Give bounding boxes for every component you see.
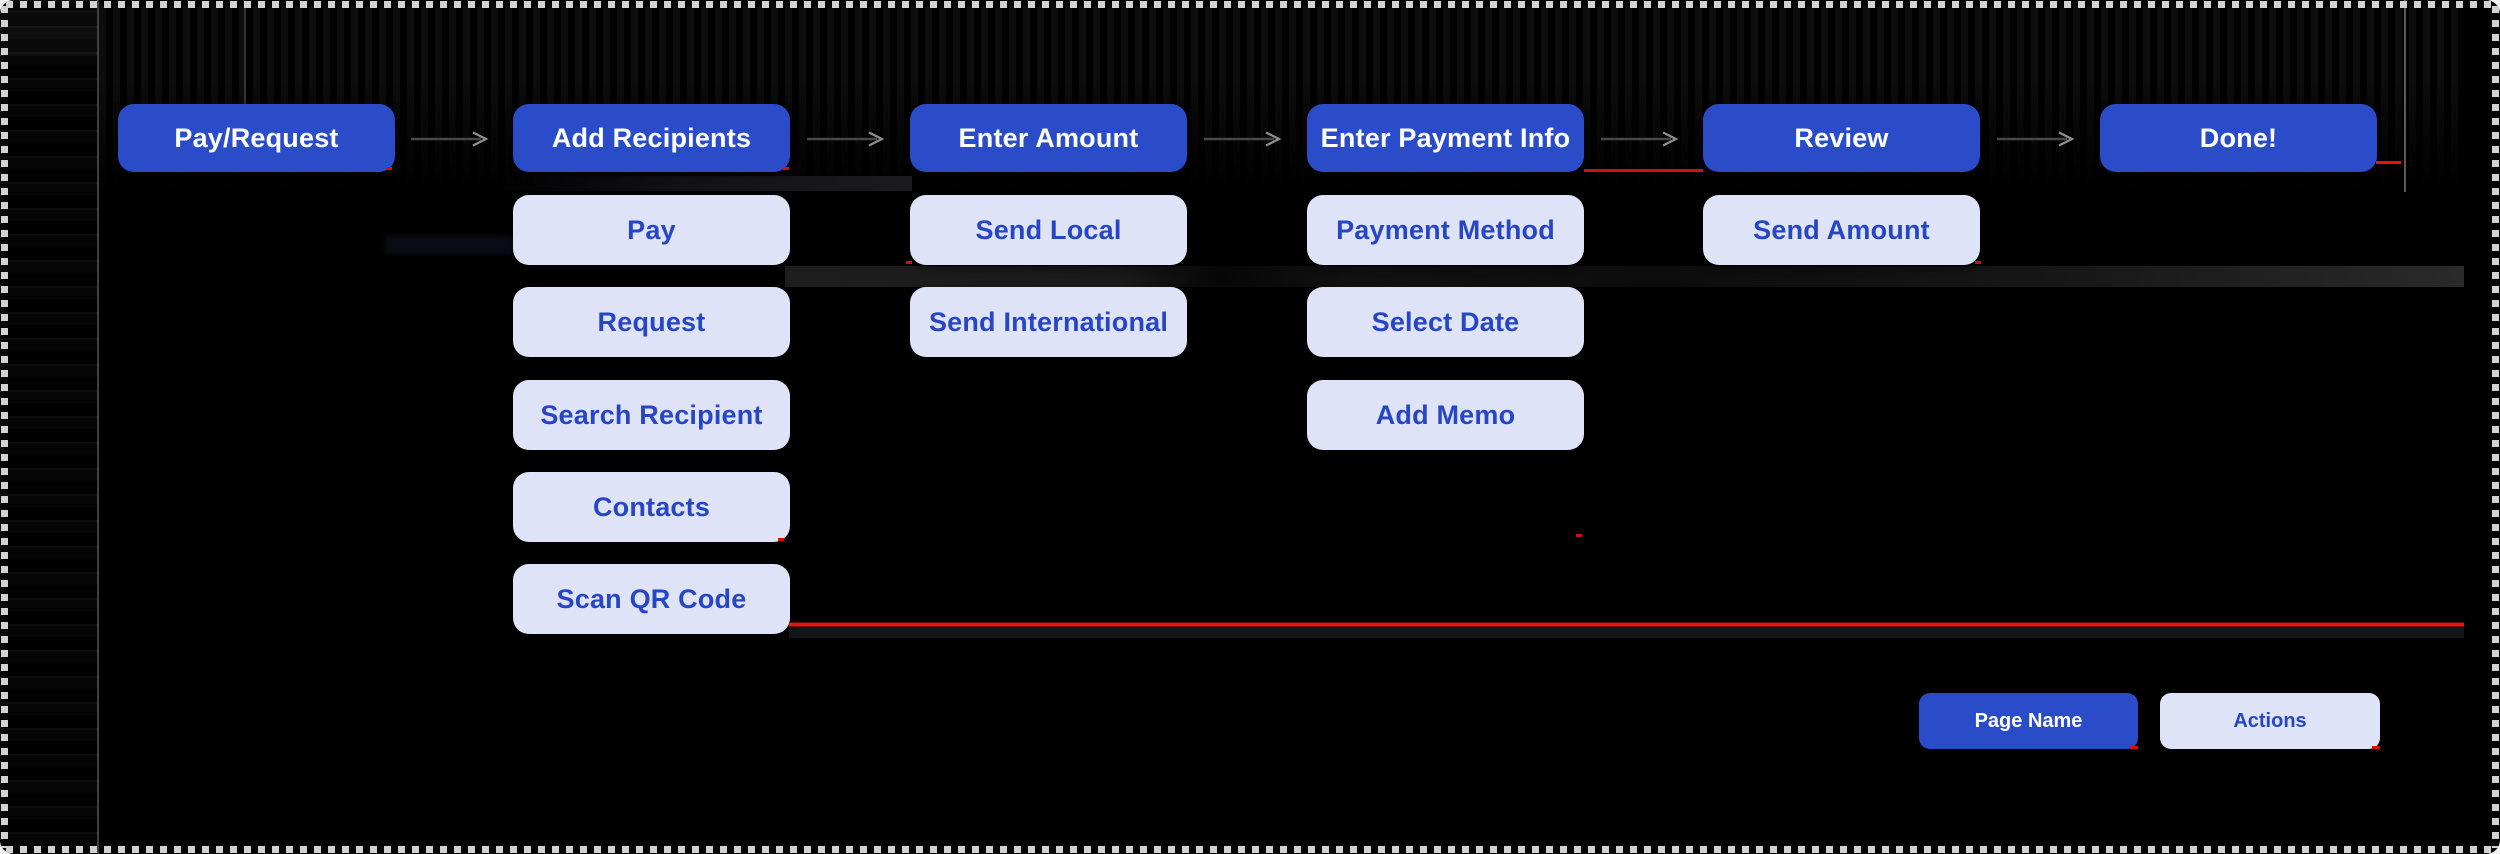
- flow-arrow: [1600, 130, 1687, 153]
- page-node-add-recipients[interactable]: Add Recipients: [513, 104, 790, 172]
- page-node-enter-amount[interactable]: Enter Amount: [910, 104, 1187, 172]
- red-annotation-segment: [1584, 169, 1703, 172]
- legend-page-name-node[interactable]: Page Name: [1919, 693, 2138, 749]
- page-node-review[interactable]: Review: [1703, 104, 1980, 172]
- smudge-band: [789, 627, 2464, 638]
- red-artifact-dot: [386, 167, 392, 170]
- selection-dashed-border-bottom: [6, 846, 2494, 853]
- red-artifact-dot: [906, 261, 912, 264]
- red-artifact-dot: [1576, 534, 1582, 537]
- smudge-band: [785, 266, 2464, 287]
- page-node-done[interactable]: Done!: [2100, 104, 2377, 172]
- action-node-send-amount[interactable]: Send Amount: [1703, 195, 1980, 265]
- guide-line-vertical: [244, 6, 246, 132]
- flow-arrow: [807, 130, 893, 153]
- panel-divider: [97, 0, 99, 854]
- smudge-band: [385, 236, 532, 254]
- guide-line-vertical: [2404, 0, 2406, 192]
- selection-dashed-border-right: [2492, 6, 2499, 848]
- left-panel: [0, 0, 97, 854]
- red-artifact-dot: [778, 538, 784, 541]
- smudge-band: [495, 176, 912, 191]
- action-node-contacts[interactable]: Contacts: [513, 472, 790, 542]
- action-node-pay[interactable]: Pay: [513, 195, 790, 265]
- legend-actions-node[interactable]: Actions: [2160, 693, 2380, 749]
- canvas-column-guides: [99, 6, 2463, 192]
- red-artifact-dot: [1975, 261, 1981, 264]
- action-node-payment-method[interactable]: Payment Method: [1307, 195, 1584, 265]
- red-artifact-dot: [2130, 746, 2138, 749]
- flow-arrow: [411, 130, 497, 153]
- action-node-scan-qr-code[interactable]: Scan QR Code: [513, 564, 790, 634]
- flow-arrow: [1997, 130, 2083, 153]
- action-node-add-memo[interactable]: Add Memo: [1307, 380, 1584, 450]
- red-artifact-dot: [2372, 746, 2380, 749]
- page-node-pay-request[interactable]: Pay/Request: [118, 104, 395, 172]
- red-annotation-segment: [2376, 161, 2401, 164]
- action-node-search-recipient[interactable]: Search Recipient: [513, 380, 790, 450]
- red-annotation-line: [789, 622, 2464, 627]
- page-node-enter-payment-info[interactable]: Enter Payment Info: [1307, 104, 1584, 172]
- red-artifact-dot: [783, 167, 789, 170]
- action-node-request[interactable]: Request: [513, 287, 790, 357]
- action-node-send-local[interactable]: Send Local: [910, 195, 1187, 265]
- action-node-select-date[interactable]: Select Date: [1307, 287, 1584, 357]
- action-node-send-international[interactable]: Send International: [910, 287, 1187, 357]
- flow-arrow: [1204, 130, 1290, 153]
